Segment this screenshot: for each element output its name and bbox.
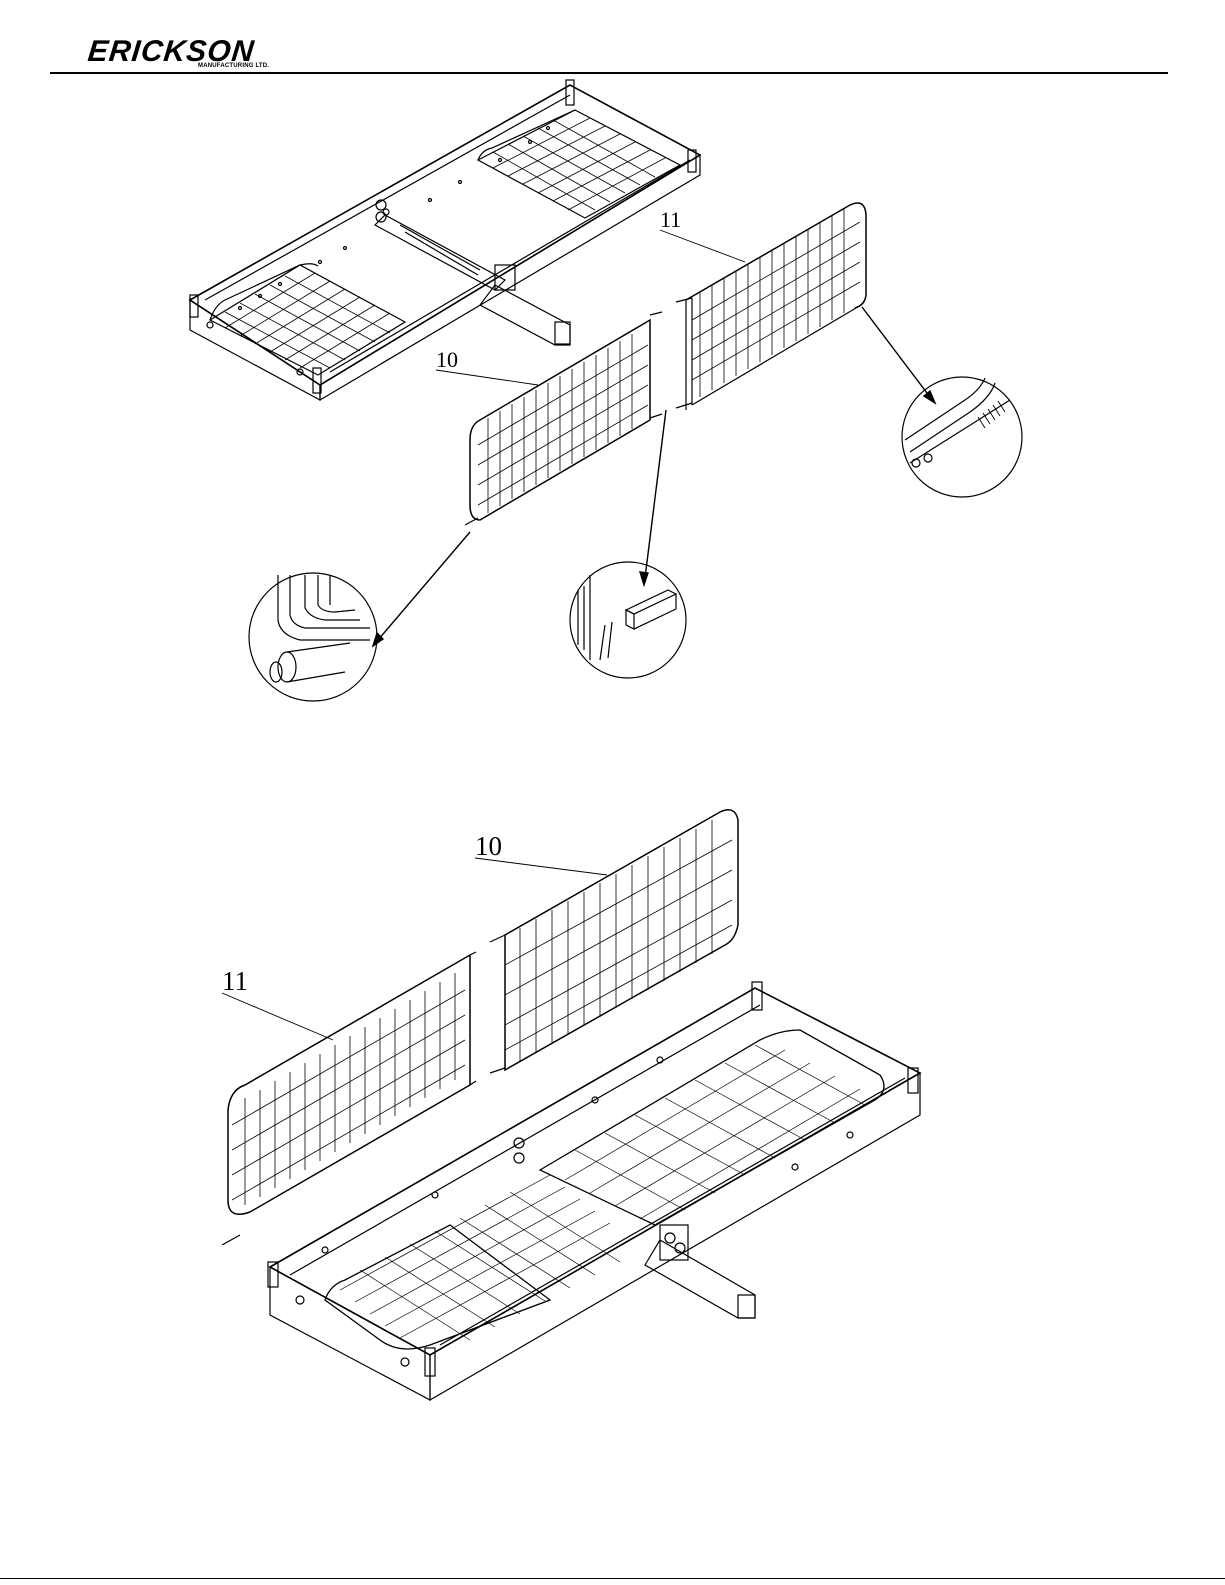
bottom-side-rail-11 <box>222 952 476 1245</box>
footer-rule <box>0 1578 1225 1579</box>
callout-top-10: 10 <box>436 347 458 372</box>
spring-pin-detail <box>902 377 1022 497</box>
bottom-front-rail-10 <box>490 810 738 1073</box>
bottom-leader-lines <box>222 858 607 1040</box>
pin-connector-detail <box>249 573 377 701</box>
top-leader-lines <box>436 230 745 385</box>
square-tube-detail <box>570 562 686 678</box>
callout-bottom-10: 10 <box>475 831 502 861</box>
callout-top-11: 11 <box>660 207 681 232</box>
bottom-cargo-carrier <box>268 982 920 1400</box>
callout-bottom-11: 11 <box>222 966 248 996</box>
top-side-rail-11 <box>676 203 866 410</box>
